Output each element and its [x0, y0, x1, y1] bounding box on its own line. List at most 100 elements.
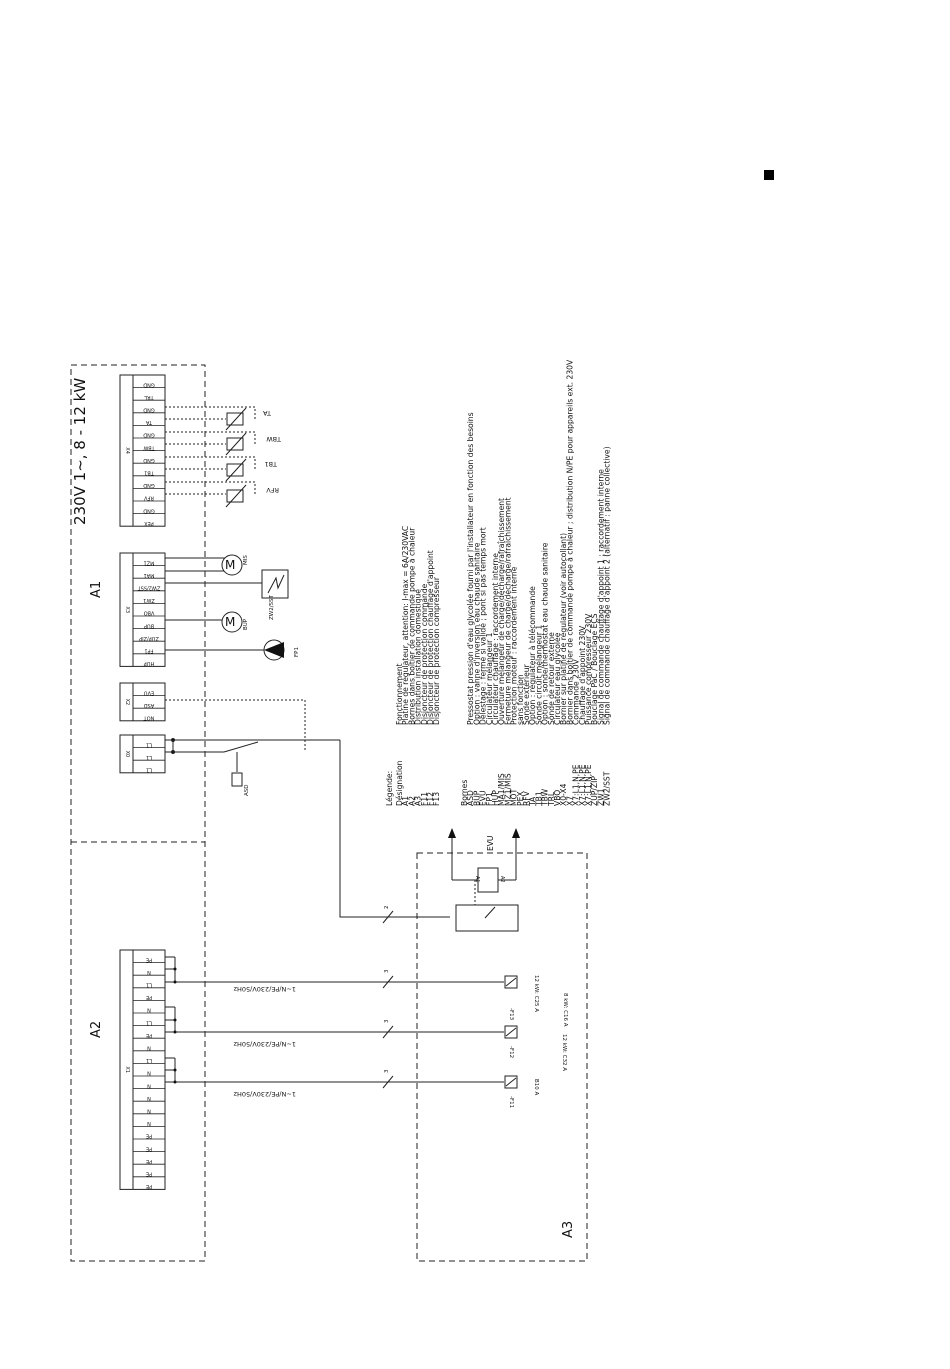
- component-label-fp1: FP1: [294, 647, 300, 657]
- legend-designation-code: F13: [432, 792, 441, 806]
- legend-terminal-code: PEX: [516, 791, 525, 806]
- terminal-pin-label: HUP: [144, 660, 154, 666]
- terminal-pin-label: L1: [146, 754, 152, 760]
- terminal-pin-label: N: [147, 1095, 151, 1101]
- terminal-pin-label: PE: [146, 994, 152, 1000]
- legend-terminal-code: ZW1: [596, 788, 605, 806]
- legend-designation-desc: Disjoncteur de protection compresseur: [432, 576, 441, 725]
- terminal-pin-label: GND: [143, 432, 155, 438]
- legend-designation-code: A2: [407, 796, 416, 806]
- terminal-pin-label: BUP: [144, 622, 154, 628]
- legend-terminal-desc: Sonde extérieur: [522, 663, 531, 725]
- supply-label-3: 1~N/PE/230V/50Hz: [233, 1090, 296, 1098]
- legend-terminal-code: RFV: [522, 790, 531, 806]
- terminal-pin-label: FP1: [144, 648, 153, 654]
- terminal-pin-label: L1: [146, 767, 152, 773]
- fuse-rating-f13-2: 8 kW: C16 A: [562, 993, 568, 1027]
- fuse-label-f11: -F11: [508, 1096, 514, 1108]
- legend-designation-desc: Distribution installation domestique: [414, 589, 423, 725]
- terminal-pin-label: N: [147, 1045, 151, 1051]
- terminal-pin-label: TA: [145, 419, 153, 425]
- terminal-pin-label: L1: [146, 982, 152, 988]
- component-label-evu: EVU: [486, 836, 495, 851]
- legend-terminal-desc: Chauffage d'appoint 230V: [578, 625, 587, 725]
- terminal-pin-label: L1: [146, 1019, 152, 1025]
- legend-terminal-desc: Sonde de retour externe: [547, 632, 556, 725]
- legend-heading: Légende:: [385, 771, 394, 806]
- terminal-pin-label: ASD: [144, 702, 155, 708]
- terminal-strip-name: X3: [124, 606, 130, 613]
- terminal-pin-label: N: [147, 1070, 151, 1076]
- legend-terminal-code: TRL: [547, 791, 556, 807]
- fuse-rating-f13-1: 12 kW: C25 A: [533, 975, 539, 1012]
- component-label-mis: MIS: [243, 555, 249, 565]
- component-label-asd: ASD: [244, 785, 250, 797]
- legend-terminal-desc: Circulateur eau glycolée: [553, 632, 562, 725]
- module-label-a3: A3: [561, 1221, 576, 1238]
- component-label-zw2sst: ZW2/SST: [269, 594, 275, 620]
- legend-designation-desc: Disjoncteur de protection commande: [420, 583, 429, 725]
- coil-label-a2: A2: [499, 876, 505, 883]
- legend-terminal-desc: Pressostat pression d'eau glycolée fourn…: [466, 412, 475, 725]
- legend-terminal-code: FP1: [485, 792, 494, 806]
- legend-terminal-code: X0-X4: [559, 783, 568, 806]
- legend-terminal-code: X7: [565, 796, 574, 806]
- legend-terminal-code: TBW: [541, 788, 550, 807]
- fuse-label-f12: -F12: [508, 1046, 514, 1058]
- legend-designation-desc: Platine de régulateur, attention: I-max …: [401, 526, 410, 725]
- legend-terminal-code: TA: [528, 796, 537, 807]
- terminal-pin-label: MA1: [144, 572, 155, 578]
- sensor-label-rfv: RFV: [266, 486, 279, 494]
- wire-count-3c: 3: [384, 1069, 390, 1073]
- legend-terminal-code: ASD: [466, 790, 475, 806]
- terminal-pin-label: PE: [146, 1145, 152, 1151]
- terminal-pin-label: N: [147, 969, 151, 975]
- legend-terminal-code: MZ1/MIS: [503, 773, 512, 806]
- legend-designation-desc: Bornes dans boîtier de commande pompe à …: [407, 527, 416, 725]
- coil-label-a1: A1: [474, 876, 480, 883]
- motor-bup-glyph: M: [225, 615, 235, 629]
- terminal-pin-label: TBW: [143, 444, 155, 450]
- legend-designation-title: Désignation: [395, 760, 404, 806]
- terminal-pin-label: N: [147, 1007, 151, 1013]
- pump-fp1-icon: [264, 642, 284, 658]
- legend-terminal-desc: Protection moteur : raccordement interne: [510, 566, 519, 725]
- wire-count-3a: 3: [384, 969, 390, 973]
- module-label-a2: A2: [89, 1021, 104, 1038]
- sensor-label-ta: TA: [263, 409, 272, 417]
- legend-terminal-code: BUP: [472, 790, 481, 806]
- legend-terminal-desc: Option : vanne d'inversion eau chaude sa…: [472, 542, 481, 725]
- legend-function-title: Fonctionnement: [395, 663, 404, 725]
- arrow-up-left-icon: [448, 828, 456, 838]
- terminal-pin-label: EVU: [144, 689, 155, 695]
- sensor-label-tbw: TBW: [266, 435, 282, 443]
- legend-terminal-desc: Délestage : fermé si validé ; pont si pa…: [479, 527, 488, 725]
- legend-designation-code: A1: [401, 796, 410, 806]
- terminal-pin-label: ZW2/SST: [137, 585, 161, 591]
- terminal-pin-label: VBO: [144, 610, 155, 616]
- terminal-pin-label: PE: [146, 1183, 152, 1189]
- legend-designation-code: F12: [426, 792, 435, 806]
- module-label-a1: A1: [89, 581, 104, 598]
- terminal-pin-label: PE: [146, 1133, 152, 1139]
- legend-terminal-desc: Sonde circuit mélangeur 1: [534, 625, 543, 725]
- terminal-pin-label: L1: [146, 1057, 152, 1063]
- terminal-pin-label: GND: [143, 507, 155, 513]
- legend-terminal-desc: Bouclage PàC / Bouclage ECS: [590, 613, 599, 725]
- terminal-pin-label: TRL: [144, 394, 155, 400]
- motor-mis-glyph: M: [225, 558, 235, 572]
- supply-label-2: 1~N/PE/230V/50Hz: [233, 1040, 296, 1048]
- legend-terminal-desc: Puissance compresseur 230V: [584, 613, 593, 725]
- module-box-a1a2: [70, 364, 206, 1262]
- legend-terminal-desc: Bornier dans boîtier de commande pompe à…: [565, 359, 574, 725]
- terminal-pin-label: PE: [146, 1158, 152, 1164]
- legend-terminal-code: HUP: [491, 790, 500, 806]
- legend-terminal-desc: Ouverture mélangeur de charge/décharge/r…: [497, 498, 506, 725]
- terminal-pin-label: GND: [143, 457, 155, 463]
- terminal-strip-name: X1: [124, 1066, 130, 1073]
